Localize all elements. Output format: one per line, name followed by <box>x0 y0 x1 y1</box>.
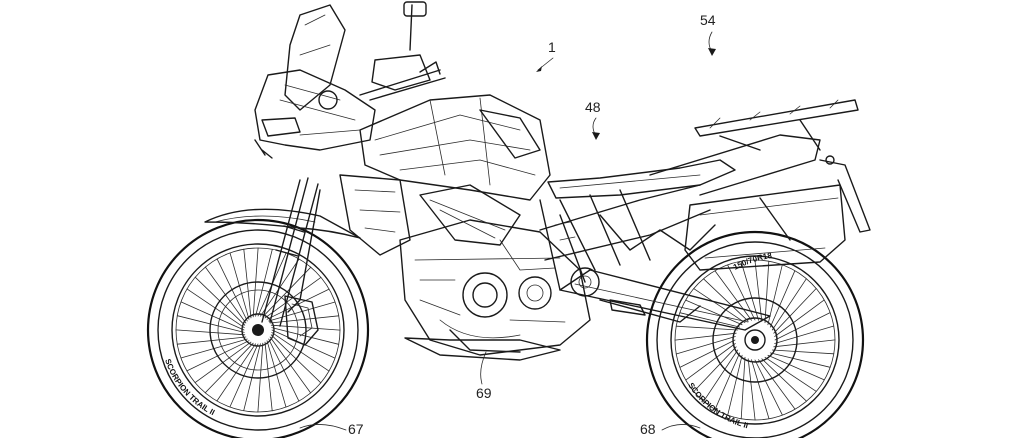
spoke <box>773 339 836 348</box>
spoke <box>740 260 759 321</box>
front-tire-sidewall-text: SCORPION TRAIL II <box>163 358 216 418</box>
spoke <box>747 358 756 421</box>
spoke <box>767 264 783 326</box>
spoke <box>774 312 831 341</box>
spoke <box>685 299 743 326</box>
ref-label-68: 68 <box>640 421 656 437</box>
spoke <box>675 325 739 331</box>
side-panel <box>339 174 411 256</box>
ref-label-67: 67 <box>348 421 364 437</box>
spoke <box>674 332 737 341</box>
spoke <box>714 270 752 321</box>
rear-wheel: 150/70R18 SCORPION TRAIL II <box>645 230 865 438</box>
rear-subframe <box>539 134 821 291</box>
spoke <box>767 354 825 381</box>
ref-label-69: 69 <box>476 385 492 401</box>
front-brake-caliper <box>284 295 319 346</box>
spoke <box>714 352 741 410</box>
footpeg <box>609 299 646 316</box>
front-brake-disc <box>209 281 307 379</box>
windscreen <box>284 4 346 111</box>
front-fork <box>261 177 321 327</box>
spoke <box>774 299 825 337</box>
spoke <box>771 278 807 331</box>
rear-spokes <box>674 259 836 421</box>
spoke <box>754 259 763 322</box>
spoke <box>754 359 783 416</box>
spoke <box>675 336 736 355</box>
spoke <box>693 346 737 392</box>
spoke <box>764 260 770 324</box>
ref-label-54: 54 <box>700 12 716 28</box>
spoke <box>771 349 835 355</box>
rear-brake-disc <box>712 297 798 383</box>
spoke <box>703 349 739 402</box>
front-fairing <box>254 4 376 159</box>
spoke <box>685 343 736 381</box>
mirror <box>403 1 427 51</box>
swingarm <box>559 267 771 331</box>
ref-label-1: 1 <box>548 39 556 55</box>
spoke <box>769 352 831 368</box>
ref-label-48: 48 <box>585 99 601 115</box>
spoke <box>693 288 746 324</box>
reference-numerals: 1 54 48 69 67 68 <box>299 12 716 437</box>
fuel-tank <box>359 94 551 201</box>
spoke <box>769 270 796 328</box>
spoke <box>679 312 741 328</box>
rear-shock <box>559 214 586 283</box>
seat <box>547 159 736 199</box>
spoke <box>703 278 749 322</box>
handlebar <box>359 54 446 101</box>
engine <box>399 184 591 356</box>
front-fender <box>204 208 361 239</box>
rear-tire-sidewall-text: SCORPION TRAIL II <box>686 381 749 430</box>
spoke <box>758 359 796 410</box>
fairing-vent <box>318 90 338 110</box>
spoke <box>740 356 746 420</box>
luggage-rack <box>694 99 859 151</box>
spoke <box>727 354 743 416</box>
spoke <box>761 358 807 402</box>
spoke <box>679 339 736 368</box>
spoke <box>751 359 770 420</box>
spoke <box>774 325 835 344</box>
spoke <box>773 288 817 334</box>
spoke <box>764 356 817 392</box>
headlight <box>261 117 301 137</box>
rear-fender <box>819 155 871 233</box>
skid-plate <box>404 337 561 361</box>
front-wheel: SCORPION TRAIL II <box>146 218 370 438</box>
